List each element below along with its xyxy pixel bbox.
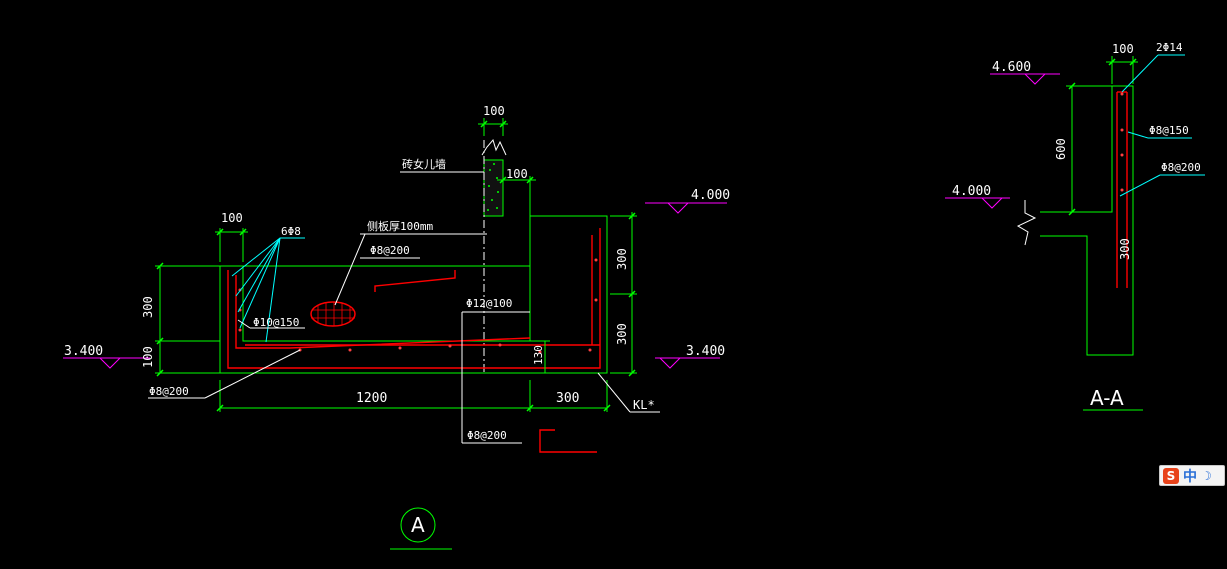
rebar-slab (374, 270, 456, 292)
aa-elev-4000-text: 4.000 (952, 184, 991, 199)
aa-outline (1040, 85, 1134, 356)
section-marker-a-text: A (411, 513, 425, 537)
elev-3400-right-text: 3.400 (686, 344, 725, 359)
dim-wall-offset: 100 (506, 167, 528, 181)
leader-bottom-center (461, 345, 522, 444)
leader-phi10 (237, 319, 305, 329)
aa-elev-4000: 4.000 (945, 184, 1010, 209)
dim-left-width: 100 (221, 211, 243, 225)
dim-300-left: 300 (141, 296, 155, 318)
dim-1200: 1200 (356, 391, 387, 406)
dim-300-right-top: 300 (615, 248, 629, 270)
leader-6phi8 (231, 237, 305, 343)
break-line-parapet (481, 138, 507, 156)
section-marker-a: A (390, 507, 452, 550)
rebar-dots (238, 258, 598, 354)
rebar-inner (235, 275, 531, 349)
dim-300-right-bottom: 300 (615, 323, 629, 345)
hatched-ellipse (310, 301, 356, 327)
aa-rebar-2phi14: 2Φ14 (1156, 41, 1183, 54)
left-section: 4.000 3.400 3.400 (63, 104, 730, 550)
aa-elev-4600-text: 4.600 (992, 60, 1031, 75)
right-section: 4.600 4.000 100 2Φ14 Φ8@150 Φ8@200 600 3… (945, 41, 1205, 411)
bracket-mark (539, 429, 597, 453)
beam-label: KL* (633, 398, 655, 412)
moon-icon[interactable]: ☽ (1201, 468, 1212, 483)
aa-outline-left (1040, 86, 1113, 213)
aa-dim-ticks (1068, 58, 1137, 216)
elevation-marker-3400-left: 3.400 (63, 344, 150, 369)
rebar-slab-label: Φ8@200 (370, 244, 410, 257)
aa-rebar-phi8-200: Φ8@200 (1161, 161, 1201, 174)
rebar-bottom-left-label: Φ8@200 (149, 385, 189, 398)
dim-100-left: 100 (141, 346, 155, 368)
aa-rebar-phi8-150: Φ8@150 (1149, 124, 1189, 137)
elev-4000-text: 4.000 (691, 188, 730, 203)
leader-phi12 (461, 311, 530, 345)
aa-leaders (1119, 54, 1205, 197)
leader-kl (597, 372, 660, 413)
aa-title-text: A-A (1090, 386, 1124, 410)
elevation-marker-4000: 4.000 (645, 188, 730, 214)
ime-toolbar[interactable]: S 中 ☽ (1159, 465, 1225, 486)
aa-rebar-dots (1120, 92, 1124, 192)
parapet-hatch (487, 163, 499, 211)
aa-elev-4600: 4.600 (990, 60, 1060, 85)
leader-bottom-left (148, 349, 301, 399)
ellipse-hatch (311, 302, 355, 326)
leader-slab (334, 233, 487, 306)
rebar-phi10-label: Φ10@150 (253, 316, 299, 329)
dim-ticks-left (156, 120, 636, 412)
rebar-6phi8-label: 6Φ8 (281, 225, 301, 238)
sogou-logo-icon[interactable]: S (1163, 467, 1179, 484)
parapet-label: 砖女儿墙 (402, 157, 446, 171)
parapet-wall (483, 159, 504, 217)
aa-title: A-A (1083, 386, 1143, 411)
ime-mode-toggle[interactable]: 中 (1183, 468, 1197, 485)
elevation-marker-3400-right: 3.400 (655, 344, 725, 369)
aa-dim-600: 600 (1054, 138, 1068, 160)
aa-break-line (1016, 200, 1037, 246)
aa-dim-300: 300 (1118, 238, 1132, 260)
elev-3400-left-text: 3.400 (64, 344, 103, 359)
dim-wall-width: 100 (483, 104, 505, 118)
dim-300-span: 300 (556, 391, 579, 406)
rebar-outer (227, 228, 601, 369)
aa-dim-top: 100 (1112, 42, 1134, 56)
rebar-bottom-center-label: Φ8@200 (467, 429, 507, 442)
dim-130: 130 (532, 345, 545, 365)
slab-thickness-label: 侧板厚100mm (367, 219, 433, 233)
rebar-phi12-label: Φ12@100 (466, 297, 512, 310)
